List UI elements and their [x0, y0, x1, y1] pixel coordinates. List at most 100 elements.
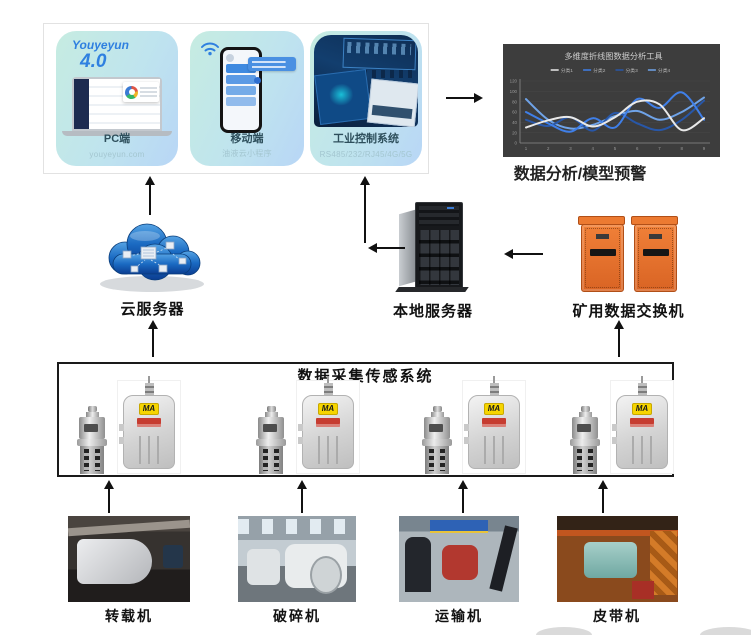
tile-ics-label: 工业控制系统 [333, 133, 399, 145]
tile-industrial-control: 工业控制系统 RS485/232/RJ45/4G/5G [310, 31, 422, 166]
arrow-cloud-to-platform [144, 176, 156, 215]
red-label [482, 418, 506, 427]
svg-text:4: 4 [592, 146, 595, 151]
vibration-sensor [77, 406, 107, 474]
svg-text:80: 80 [512, 99, 517, 104]
phone-notification-popup [248, 57, 296, 71]
ma-badge: MA [631, 403, 653, 415]
svg-text:5: 5 [614, 146, 617, 151]
svg-text:8: 8 [681, 146, 684, 151]
mine-switch-unit [631, 216, 678, 292]
operators-silhouettes [353, 69, 416, 79]
analysis-caption: 数据分析/模型预警 [513, 166, 647, 183]
tile-pc-sublabel: youyeyun.com [89, 150, 145, 159]
mine-switch-label: 矿用数据交换机 [572, 303, 685, 320]
tile-pc-label: PC端 [103, 133, 131, 145]
page-edge-artifact [700, 627, 751, 635]
machine-photo-belt [557, 516, 678, 602]
arrow-box-to-switch [613, 320, 625, 357]
server-front-panel [415, 202, 463, 290]
brand-name: Youyeyun [72, 38, 129, 52]
arrow-box-to-cloud [147, 320, 159, 357]
antenna [144, 376, 154, 396]
arrow-platform-to-chart [446, 92, 483, 104]
switch-display-slot [589, 249, 616, 256]
control-room-desk [367, 78, 418, 127]
arrow-switch-to-server [504, 248, 543, 260]
laptop-illustration [62, 77, 172, 139]
tile-pc: Youyeyun 4.0 PC端 youyeyun.co [56, 31, 178, 166]
server-drive-bays [419, 230, 459, 285]
phone-card [226, 86, 256, 95]
machine-label-conveyor: 运输机 [435, 608, 483, 624]
arrow-server-elbow [368, 242, 405, 254]
svg-text:分类3: 分类3 [626, 67, 639, 74]
arrow-server-to-ics [359, 176, 371, 243]
local-server-node [393, 200, 473, 292]
wifi-icon [201, 42, 219, 56]
ma-badge: MA [483, 403, 505, 415]
svg-text:1: 1 [525, 146, 528, 151]
laptop-chart-popup [123, 82, 159, 102]
server-base [395, 287, 469, 292]
switch-display-slot [642, 249, 669, 256]
vibration-sensor [256, 406, 286, 474]
control-screen-top [342, 37, 417, 70]
svg-text:分类4: 分类4 [658, 67, 671, 74]
svg-text:60: 60 [512, 110, 517, 115]
svg-text:2: 2 [547, 146, 550, 151]
tile-mobile-label: 移动端 [230, 133, 264, 145]
mine-switch-unit [578, 216, 625, 292]
cloud-server-label: 云服务器 [120, 301, 185, 318]
sensor-system-box: 数据采集传感系统 MA MA MA MA [57, 362, 674, 477]
svg-text:7: 7 [658, 146, 661, 151]
tile-ics-sublabel: RS485/232/RJ45/4G/5G [319, 150, 413, 159]
svg-text:120: 120 [510, 79, 518, 84]
antenna [489, 376, 499, 396]
cloud-icon [100, 223, 204, 292]
ma-badge: MA [138, 403, 160, 415]
local-server-label: 本地服务器 [392, 303, 473, 320]
page-edge-artifact [536, 627, 592, 635]
arrow-machine4-to-box [597, 480, 609, 513]
svg-text:20: 20 [512, 130, 517, 135]
vibration-sensor [422, 406, 452, 474]
red-label [316, 418, 340, 427]
vibration-sensor [570, 406, 600, 474]
control-room-photo [314, 35, 418, 127]
phone-card [226, 75, 256, 84]
arrow-machine3-to-box [457, 480, 469, 513]
svg-text:9: 9 [703, 146, 706, 151]
sensor-pair: MA [422, 376, 526, 474]
sensor-pair: MA [77, 376, 181, 474]
svg-text:6: 6 [636, 146, 639, 151]
ma-transmitter: MA [117, 376, 181, 474]
machine-label-belt: 皮带机 [593, 608, 641, 624]
popup-legend-lines [140, 86, 157, 98]
sensor-pair: MA [570, 376, 674, 474]
ma-transmitter: MA [462, 376, 526, 474]
phone-card [226, 64, 256, 73]
switch-nameplate [596, 234, 609, 239]
machine-label-transfer: 转载机 [105, 608, 153, 624]
svg-text:3: 3 [569, 146, 572, 151]
machine-photo-transfer [68, 516, 190, 602]
arrow-machine2-to-box [296, 480, 308, 513]
arrow-machine1-to-box [103, 480, 115, 513]
machine-label-crusher: 破碎机 [273, 608, 321, 624]
tile-mobile: 移动端 油液云小程序 [190, 31, 304, 166]
avatar [226, 54, 234, 62]
laptop-base [62, 131, 172, 136]
machine-photo-conveyor [399, 516, 519, 602]
svg-text:分类1: 分类1 [561, 67, 574, 74]
youyeyun-logo: Youyeyun 4.0 [72, 39, 129, 72]
phone-blue-dot [254, 77, 261, 84]
platform-panel: Youyeyun 4.0 PC端 youyeyun.co [43, 23, 429, 174]
phone-card [226, 97, 256, 106]
tile-mobile-sublabel: 油液云小程序 [222, 149, 272, 158]
laptop-app-sidebar [74, 79, 89, 129]
antenna [323, 376, 333, 396]
red-label [630, 418, 654, 427]
